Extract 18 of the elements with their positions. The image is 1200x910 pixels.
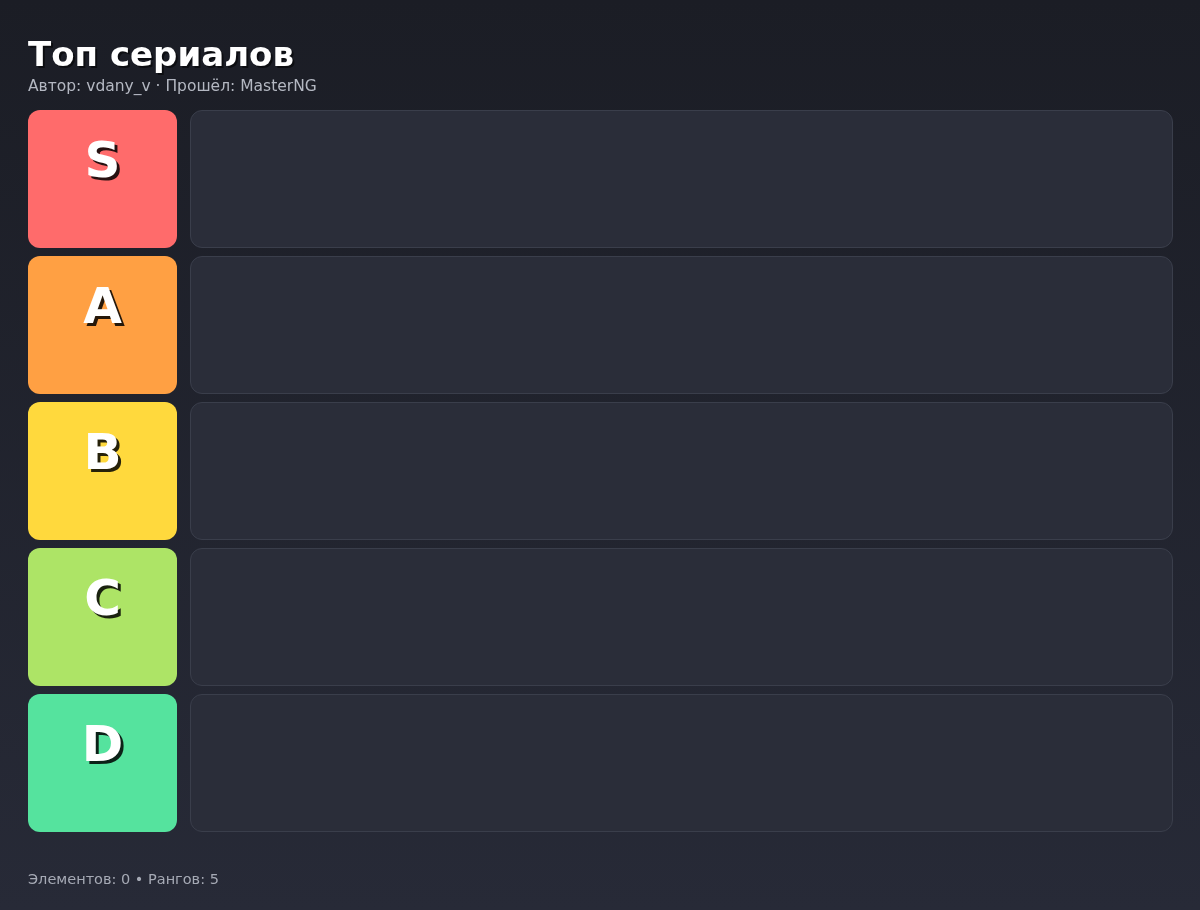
tier-label-tile	[28, 694, 177, 832]
tier-letter: D	[81, 716, 124, 772]
tier-row-panel	[190, 402, 1173, 540]
tier-label-tile	[28, 256, 177, 394]
tier-row-panel	[190, 548, 1173, 686]
tier-label-tile	[28, 402, 177, 540]
tier-label-tile	[28, 110, 177, 248]
tier-letter: S	[84, 132, 121, 188]
tier-label-tile	[28, 548, 177, 686]
author-line: Автор: vdany_v · Прошёл: MasterNG	[28, 76, 317, 96]
tier-row-panel	[190, 110, 1173, 248]
tier-row-panel	[190, 694, 1173, 832]
stats-footer: Элементов: 0 • Рангов: 5	[28, 870, 219, 889]
tier-row-panel	[190, 256, 1173, 394]
page-title: Топ сериалов	[28, 33, 294, 75]
tier-letter: B	[83, 424, 122, 480]
tier-letter: A	[83, 278, 122, 334]
tier-letter: C	[84, 570, 121, 626]
